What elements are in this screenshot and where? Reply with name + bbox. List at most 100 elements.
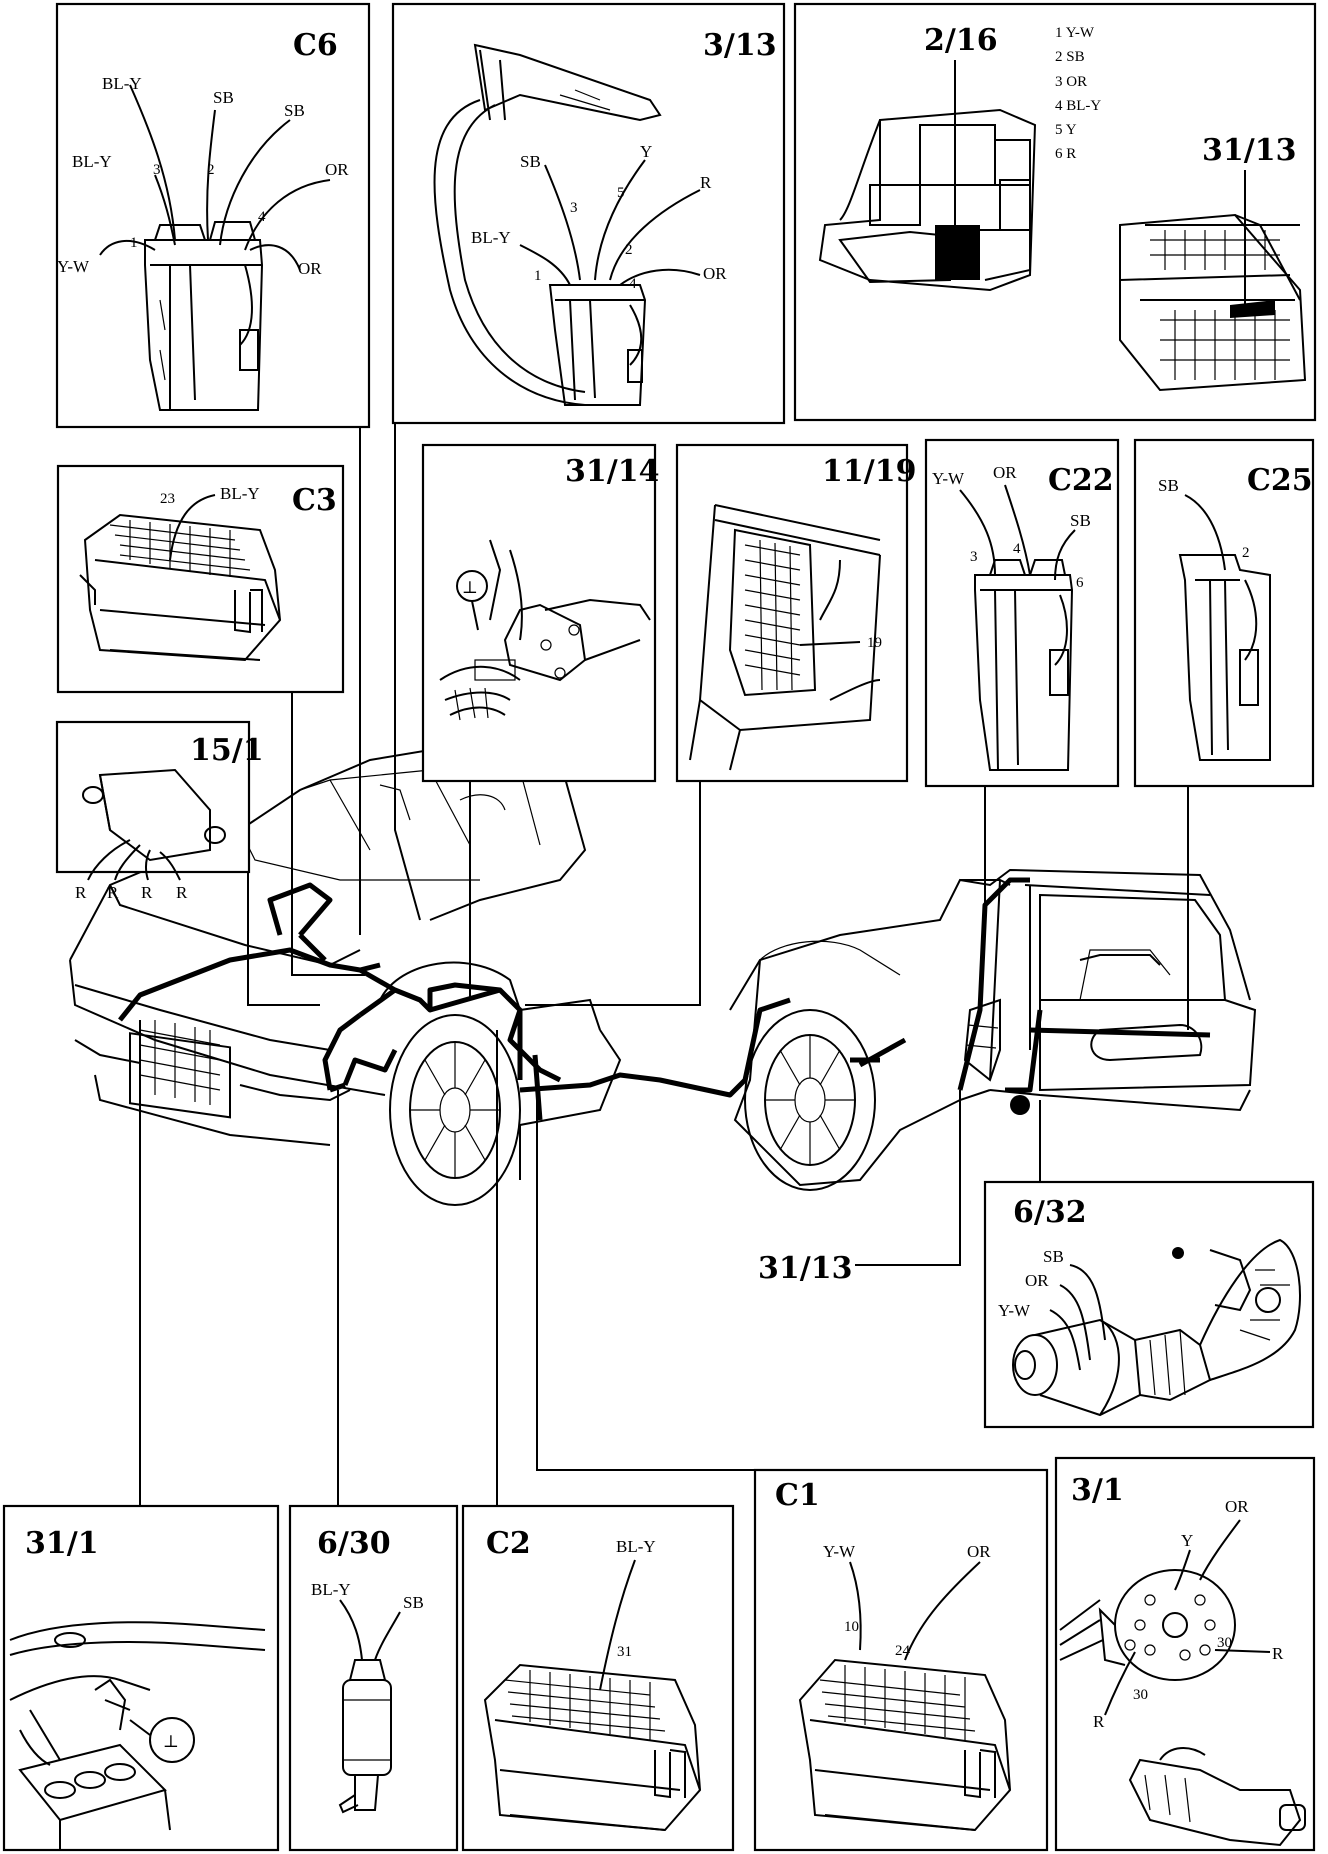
p151-wire-r-3: R — [141, 883, 153, 902]
c6-pin-3: 3 — [153, 162, 161, 178]
car-rear-wagon — [729, 868, 1257, 1191]
leader-lines — [139, 423, 1189, 1506]
panel-31-14-title: 31/14 — [565, 454, 659, 489]
c6-wire-sb-1: SB — [213, 88, 234, 107]
panel-6-30: 6/30 BL-Y SB — [288, 1504, 459, 1852]
c22-connector-drawing — [959, 484, 1076, 771]
c6-connector-drawing — [99, 84, 331, 411]
p632-motor-drawing — [1012, 1238, 1301, 1417]
panel-31-14: 31/14 ⊥ — [421, 443, 659, 783]
p313-pin-2: 2 — [625, 242, 633, 258]
panel-c3-title: C3 — [292, 483, 337, 518]
c6-wire-or-2: OR — [298, 259, 322, 278]
p313-pin-5: 5 — [617, 185, 625, 201]
c6-wire-yw: Y-W — [57, 257, 90, 276]
panel-3-1-title: 3/1 — [1071, 1473, 1124, 1508]
p31-wire-r-left: R — [1093, 1712, 1105, 1731]
p216-relay-box-drawing — [818, 60, 1037, 292]
p630-wire-bly: BL-Y — [311, 1580, 351, 1599]
p216-fuse-box-drawing — [1119, 170, 1307, 392]
p630-wire-sb: SB — [403, 1593, 424, 1612]
p31-pin-30-right: 30 — [1217, 1635, 1232, 1651]
panel-c6: C6 BL-Y SB SB BL-Y OR OR Y-W 3 2 4 1 — [55, 2, 371, 429]
p3114-ground-drawing: ⊥ — [439, 539, 651, 721]
c2-connector-drawing — [483, 1559, 702, 1832]
c6-wire-bly-left: BL-Y — [72, 152, 112, 171]
panel-c2: C2 BL-Y 31 — [461, 1504, 735, 1852]
panel-15-1-title: 15/1 — [190, 733, 264, 768]
p216-legend-3: 3 OR — [1055, 74, 1087, 90]
c22-pin-3: 3 — [970, 549, 978, 565]
c3-wire-bly: BL-Y — [220, 484, 260, 503]
p311-ground-symbol: ⊥ — [163, 1732, 179, 1751]
p313-wire-r: R — [700, 173, 712, 192]
p313-pin-1: 1 — [534, 268, 542, 284]
p311-battery-drawing: ⊥ — [9, 1621, 266, 1850]
p151-wire-r-4: R — [176, 883, 188, 902]
c1-wire-or: OR — [967, 1542, 991, 1561]
c6-wire-or-1: OR — [325, 160, 349, 179]
car-front-sedan — [69, 733, 622, 1206]
panel-c3: C3 23 BL-Y — [56, 464, 345, 694]
c25-connector-drawing — [1178, 494, 1271, 761]
p630-pump-drawing — [338, 1599, 401, 1814]
c25-pin-2: 2 — [1242, 545, 1250, 561]
panel-31-1-title: 31/1 — [25, 1526, 99, 1561]
p151-wire-r-1: R — [75, 883, 87, 902]
c1-connector-drawing — [798, 1561, 1012, 1832]
panel-6-30-title: 6/30 — [317, 1526, 391, 1561]
callout-31-13-label: 31/13 — [758, 1251, 852, 1286]
p31-ignition-switch-drawing — [1059, 1519, 1306, 1847]
c22-pin-4: 4 — [1013, 541, 1021, 557]
panel-c1: C1 Y-W OR 10 24 — [753, 1468, 1049, 1852]
c6-wire-sb-2: SB — [284, 101, 305, 120]
panel-11-19: 11/19 19 — [675, 443, 916, 783]
panel-c22-title: C22 — [1048, 463, 1114, 498]
panel-c1-title: C1 — [775, 1478, 820, 1513]
c22-wire-sb: SB — [1070, 511, 1091, 530]
p3114-ground-symbol: ⊥ — [462, 578, 478, 597]
p31-pin-30-left: 30 — [1133, 1687, 1148, 1703]
panel-c25-title: C25 — [1247, 463, 1313, 498]
p216-legend-4: 4 BL-Y — [1055, 98, 1101, 114]
panel-3-1: 3/1 OR Y R R 30 30 — [1054, 1456, 1316, 1852]
p216-legend-1: 1 Y-W — [1055, 25, 1095, 41]
panel-3-13-title: 3/13 — [703, 28, 777, 63]
panel-6-32: 6/32 SB OR Y-W — [983, 1180, 1315, 1429]
panel-6-32-title: 6/32 — [1013, 1195, 1087, 1230]
p313-wire-or: OR — [703, 264, 727, 283]
p151-module-drawing — [82, 768, 226, 881]
panel-c22: C22 Y-W OR SB 3 4 6 — [924, 438, 1120, 788]
p1119-fusebox-drawing — [689, 504, 881, 771]
p313-wire-sb: SB — [520, 152, 541, 171]
panel-31-1: 31/1 ⊥ — [2, 1504, 280, 1852]
p313-stalk-drawing — [433, 43, 701, 406]
c3-pin-23: 23 — [160, 491, 175, 507]
panel-c25: C25 SB 2 — [1133, 438, 1315, 788]
panel-2-16-title: 2/16 — [924, 23, 998, 58]
p313-wire-y: Y — [640, 142, 652, 161]
c6-pin-1: 1 — [130, 235, 138, 251]
c2-pin-31: 31 — [617, 1644, 632, 1660]
c25-wire-sb: SB — [1158, 476, 1179, 495]
p216-legend-6: 6 R — [1055, 146, 1076, 162]
panel-15-1: 15/1 R R R R — [55, 720, 264, 902]
p216-legend-2: 2 SB — [1055, 49, 1085, 65]
p31-wire-r-right: R — [1272, 1644, 1284, 1663]
p216-legend-5: 5 Y — [1055, 122, 1077, 138]
c1-pin-10: 10 — [844, 1619, 859, 1635]
p31-wire-or: OR — [1225, 1497, 1249, 1516]
p151-wire-r-2: R — [107, 883, 119, 902]
p313-pin-3: 3 — [570, 200, 578, 216]
c22-wire-or: OR — [993, 463, 1017, 482]
p31-wire-y: Y — [1181, 1531, 1193, 1550]
c6-pin-4: 4 — [258, 209, 266, 225]
c1-wire-yw: Y-W — [823, 1542, 856, 1561]
c22-wire-yw: Y-W — [932, 469, 965, 488]
p313-wire-bly: BL-Y — [471, 228, 511, 247]
c3-connector-drawing — [79, 494, 282, 662]
panel-3-13: 3/13 Y SB R BL-Y OR 3 5 2 1 4 — [391, 2, 786, 425]
p632-wire-sb: SB — [1043, 1247, 1064, 1266]
p632-wire-yw: Y-W — [998, 1301, 1031, 1320]
